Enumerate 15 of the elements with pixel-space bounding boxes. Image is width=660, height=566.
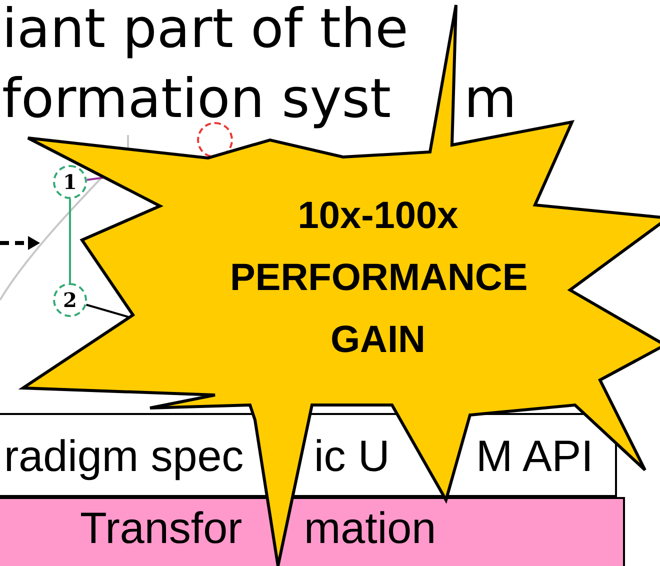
layer-text: radigm spec <box>4 435 244 479</box>
layer-text: mation <box>304 507 436 551</box>
layer-box <box>0 497 625 566</box>
layer-text: ic U <box>314 435 390 479</box>
layer-text: M API <box>476 435 594 479</box>
connector-line <box>86 304 130 318</box>
heading-text: m <box>464 72 517 126</box>
heading-text: iant part of the <box>2 2 408 56</box>
heading-text: formation syst <box>2 72 391 126</box>
starburst-text: 10x-100x PERFORMANCE GAIN <box>230 194 526 363</box>
numbered-circle: 2 <box>53 283 87 317</box>
numbered-circle: 1 <box>53 165 87 199</box>
connector-line <box>86 176 105 181</box>
connector-line <box>69 199 71 283</box>
layer-text: Transfor <box>80 507 242 551</box>
